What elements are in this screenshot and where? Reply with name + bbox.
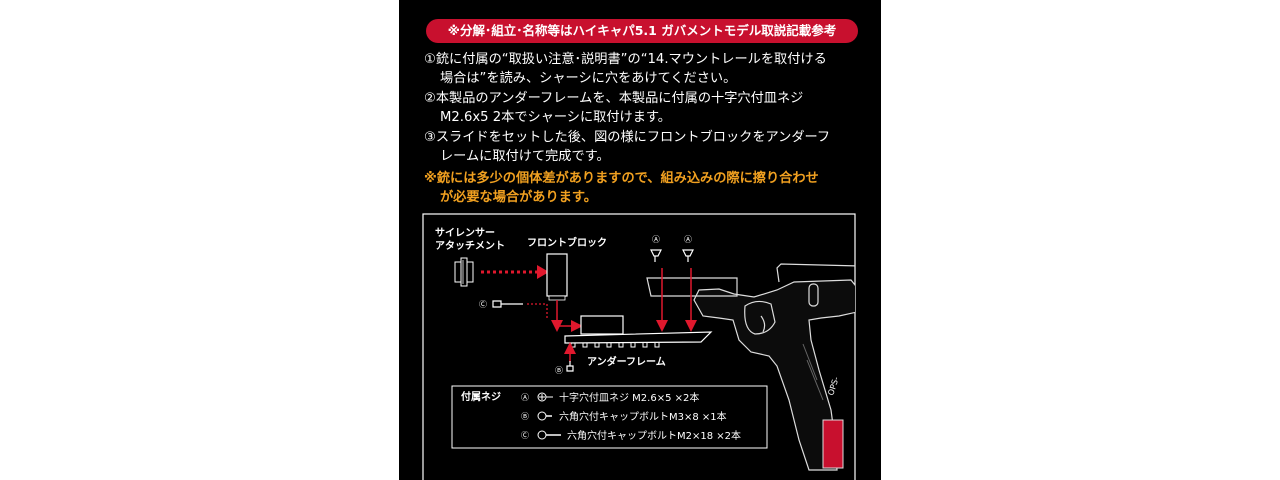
step-2-line-2: M2.6x5 2本でシャーシに取付けます。	[440, 110, 671, 125]
step-2: ②本製品のアンダーフレームを、本製品に付属の十字穴付皿ネジ M2.6x5 2本で…	[424, 89, 869, 127]
reference-banner: ※分解･組立･名称等はハイキャパ5.1 ガバメントモデル取説記載参考	[426, 19, 858, 43]
screw-a-right-shape	[682, 249, 694, 262]
screw-list-title: 付属ネジ	[461, 390, 501, 403]
screw-list-item-b: Ⓑ 六角穴付キャップボルトM3×8 ×1本	[521, 410, 727, 423]
screw-a-left-shape	[650, 249, 662, 262]
step-3: ③スライドをセットした後、図の様にフロントブロックをアンダーフ レームに取付けて…	[424, 128, 869, 166]
instruction-panel: ※分解･組立･名称等はハイキャパ5.1 ガバメントモデル取説記載参考 ①銃に付属…	[399, 0, 881, 480]
trigger	[760, 315, 766, 333]
step-1-line-1: ①銃に付属の“取扱い注意･説明書”の“14.マウントレールを取付ける	[424, 52, 827, 67]
pistol-illustration: OPS-	[693, 263, 855, 471]
slide-stop	[808, 283, 819, 307]
caution-note: ※銃には多少の個体差がありますので、組み込みの際に擦り合わせ が必要な場合があり…	[424, 169, 869, 207]
gun-marking: OPS-	[826, 376, 840, 397]
screw-list-c-text: 六角穴付キャップボルトM2×18 ×2本	[567, 429, 741, 442]
front-block	[546, 253, 568, 297]
screw-a-left: Ⓐ	[650, 235, 662, 262]
magazine-base	[822, 419, 844, 469]
under-frame-block	[580, 315, 624, 335]
step-1: ①銃に付属の“取扱い注意･説明書”の“14.マウントレールを取付ける 場合は”を…	[424, 50, 869, 88]
under-frame-label: アンダーフレーム	[587, 355, 666, 368]
pistol-body	[693, 279, 855, 471]
screw-list-b-symbol: Ⓑ	[521, 412, 529, 421]
silencer-label-2: アタッチメント	[435, 240, 505, 252]
arrow-silencer-head	[537, 265, 549, 279]
grip-texture	[802, 343, 824, 401]
under-frame	[564, 315, 713, 348]
screw-list-item-a: Ⓐ 十字穴付皿ネジ M2.6×5 ×2本	[521, 391, 699, 404]
diagram-frame	[422, 213, 856, 480]
front-block-label: フロントブロック	[527, 236, 607, 249]
screw-list-b-text: 六角穴付キャップボルトM3×8 ×1本	[559, 410, 727, 423]
step-2-line-1: ②本製品のアンダーフレームを、本製品に付属の十字穴付皿ネジ	[424, 91, 804, 106]
front-block-base	[548, 295, 566, 301]
trigger-guard	[744, 300, 776, 335]
screw-c-symbol: Ⓒ	[479, 300, 487, 309]
caution-note-line-1: ※銃には多少の個体差がありますので、組み込みの際に擦り合わせ	[424, 171, 819, 186]
under-frame-slots	[570, 343, 660, 348]
screw-a-right: Ⓐ	[682, 235, 694, 262]
screw-b-shape	[566, 361, 574, 372]
pistol-slide-rear	[776, 263, 855, 283]
screw-list-c-symbol: Ⓒ	[521, 431, 529, 440]
chassis-rail	[646, 277, 738, 297]
screw-list-a-symbol: Ⓐ	[521, 393, 529, 402]
silencer-label-1: サイレンサー	[435, 227, 495, 239]
step-3-line-1: ③スライドをセットした後、図の様にフロントブロックをアンダーフ	[424, 130, 831, 145]
screw-list-a-text: 十字穴付皿ネジ M2.6×5 ×2本	[559, 391, 699, 404]
screw-list-box	[451, 385, 768, 449]
step-1-line-2: 場合は”を読み、シャーシに穴をあけてください。	[440, 71, 737, 86]
silencer-attachment	[454, 257, 474, 287]
screw-b-symbol: Ⓑ	[555, 366, 563, 375]
assembly-diagram: OPS- Ⓐ Ⓐ サイレンサー アタッチメント	[422, 213, 856, 480]
screw-c-shape	[492, 300, 523, 308]
step-3-line-2: レームに取付けて完成です。	[440, 149, 610, 164]
caution-note-line-2: が必要な場合があります。	[440, 190, 597, 205]
screw-a-left-symbol: Ⓐ	[652, 235, 660, 244]
screw-a-right-symbol: Ⓐ	[684, 235, 692, 244]
under-frame-rail	[564, 331, 713, 344]
screw-list-item-c: Ⓒ 六角穴付キャップボルトM2×18 ×2本	[521, 429, 741, 442]
